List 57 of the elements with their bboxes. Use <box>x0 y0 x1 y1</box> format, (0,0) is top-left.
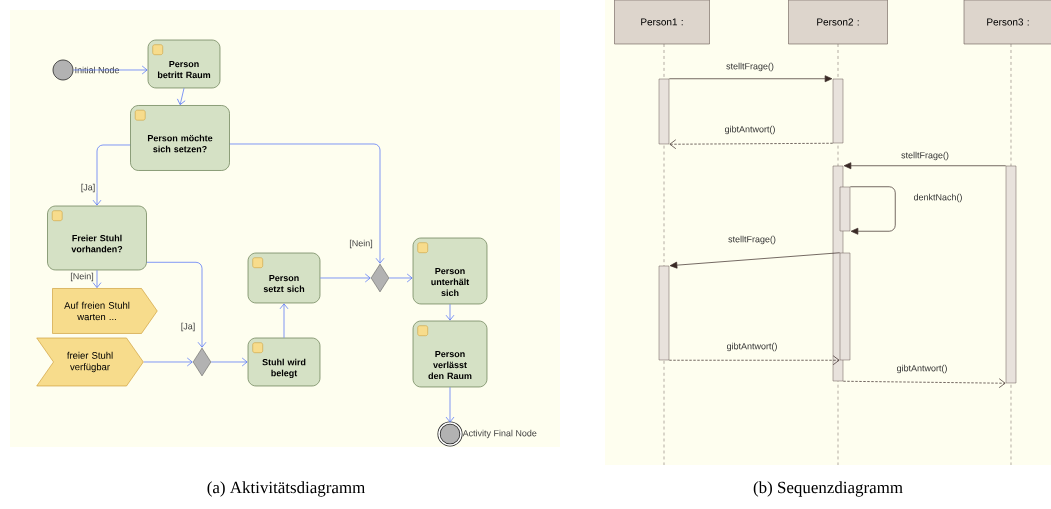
activation-bar <box>839 186 851 232</box>
edge-label: stelltFrage() <box>727 234 777 246</box>
edge-label: gibtAntwort() <box>723 124 777 136</box>
arrow <box>92 144 131 206</box>
lifeline-header: Person2 : <box>788 0 888 45</box>
arrow <box>73 65 148 75</box>
edge-label: gibtAntwort() <box>895 363 949 375</box>
activation-bar <box>658 78 670 145</box>
arrow <box>842 378 1006 388</box>
arrow <box>668 75 833 83</box>
event-flag: freier Stuhl verfügbar <box>36 337 144 387</box>
lifeline-header: Person1 : <box>614 0 710 45</box>
arrow <box>92 269 102 288</box>
node-caption: Initial Node <box>75 66 120 74</box>
edge-label: stelltFrage() <box>900 150 950 162</box>
arrow <box>843 162 1007 170</box>
action-box: Person betritt Raum <box>147 39 221 89</box>
initial-node <box>52 59 74 81</box>
edge-label: gibtAntwort() <box>725 341 779 353</box>
arrow <box>146 261 207 348</box>
arrow <box>669 139 834 150</box>
arrow <box>177 87 186 105</box>
activation-bar <box>658 265 670 361</box>
arrow <box>143 357 193 367</box>
action-box: Freier Stuhl vorhanden? <box>47 205 147 271</box>
activation-bar <box>1005 165 1017 384</box>
arrow <box>445 303 455 321</box>
arrow <box>210 357 248 367</box>
action-box: Person setzt sich <box>247 252 321 304</box>
edge-label: [Ja] <box>79 182 97 194</box>
edge-label: [Nein] <box>69 271 95 283</box>
edge-label: [Ja] <box>179 321 197 333</box>
edge-label: [Nein] <box>348 238 374 250</box>
action-box: Person möchte sich setzen? <box>130 105 230 171</box>
arrow <box>445 386 455 423</box>
activation-bar <box>832 78 844 144</box>
caption: (b) Sequenzdiagramm <box>753 481 903 497</box>
arrow <box>669 252 841 269</box>
arrow <box>388 273 413 283</box>
arrow <box>229 143 385 264</box>
decision-diamond <box>192 347 212 377</box>
final-node <box>437 421 463 447</box>
decision-diamond <box>370 263 390 293</box>
caption: (a) Aktivitätsdiagramm <box>207 481 365 497</box>
node-caption: Activity Final Node <box>462 429 537 439</box>
action-box: Stuhl wird belegt <box>247 337 321 387</box>
edge-label: stelltFrage() <box>725 61 775 73</box>
arrow <box>319 273 371 283</box>
arrow <box>279 303 289 339</box>
arrow <box>668 355 840 366</box>
action-box: Person unterhält sich <box>412 237 488 305</box>
edge-label: denktNach() <box>912 192 964 204</box>
arrow <box>849 186 896 235</box>
signal-pentagon: Auf freien Stuhl warten ... <box>52 288 158 334</box>
activation-bar <box>839 252 851 361</box>
action-box: Person verlässt den Raum <box>412 320 488 388</box>
lifeline-header: Person3 : <box>963 0 1051 45</box>
